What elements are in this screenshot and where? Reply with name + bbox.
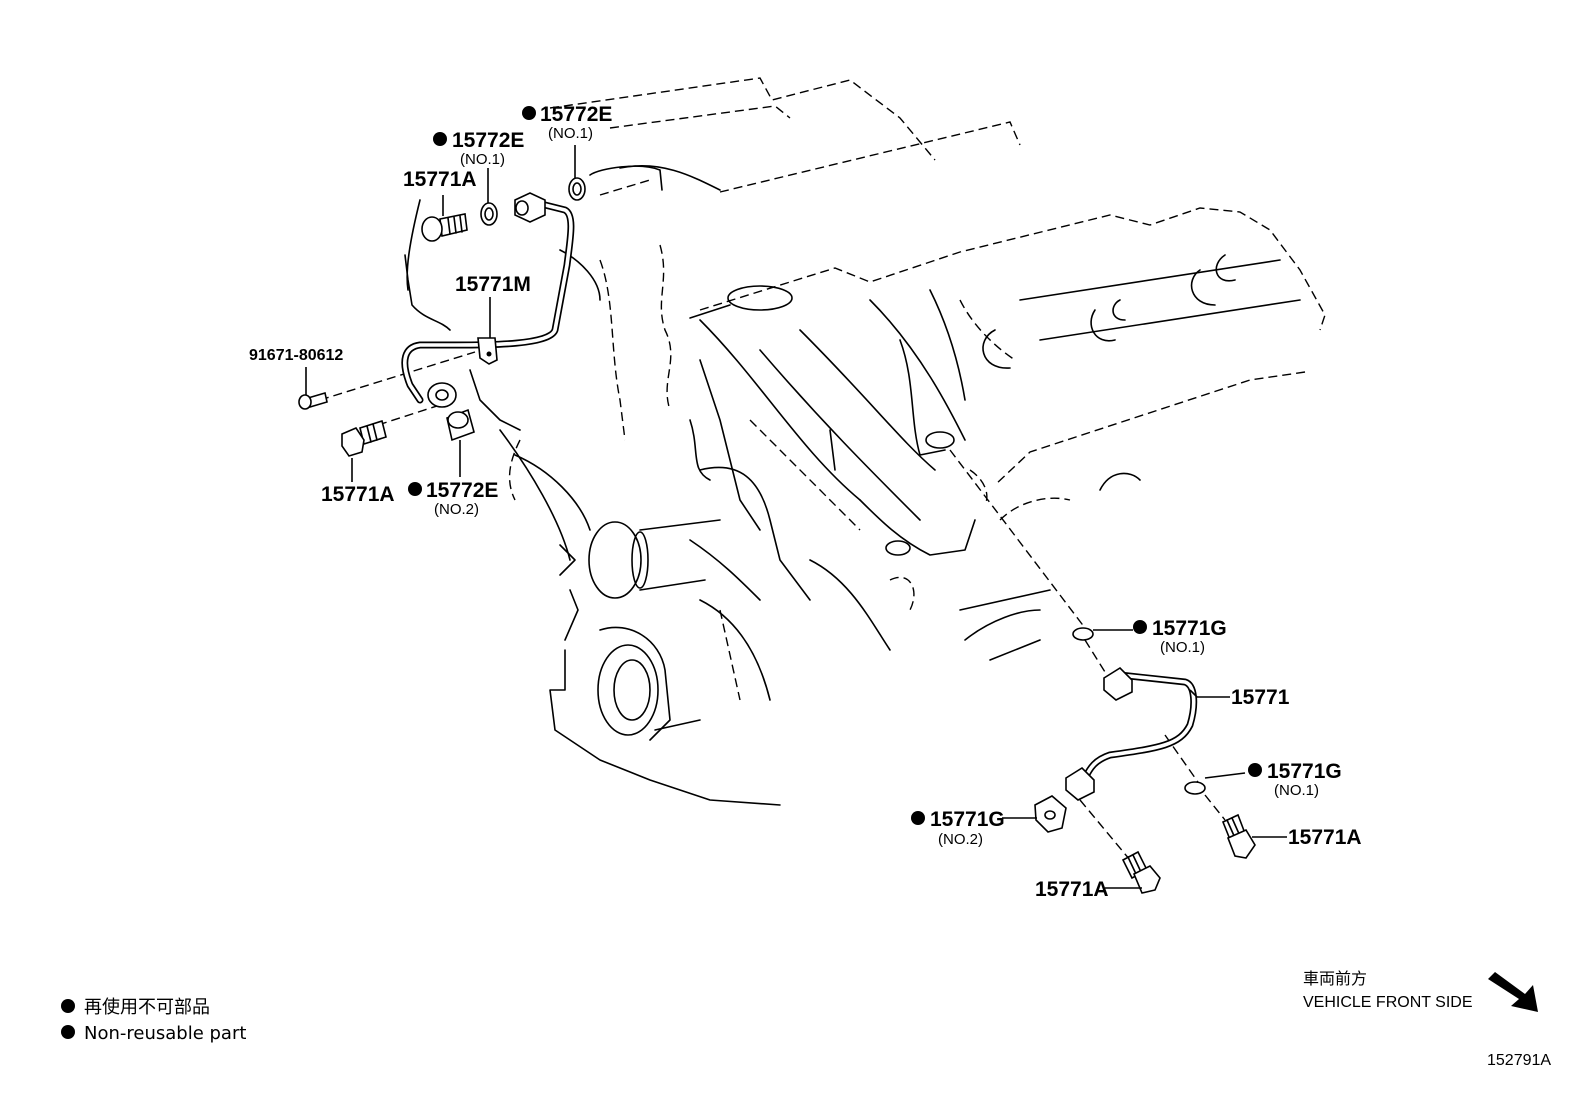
filled-circle-icon <box>61 1025 75 1039</box>
part-number: 15772E <box>452 129 524 152</box>
callout-c12[interactable]: 15771A <box>1288 826 1362 849</box>
filled-circle-icon <box>61 999 75 1013</box>
upper-oil-pipe-assembly <box>298 177 586 457</box>
callout-c7[interactable]: 15772E (NO.2) <box>408 479 498 518</box>
part-subtype: (NO.2) <box>938 831 983 848</box>
part-subtype: (NO.1) <box>1160 639 1205 656</box>
gasket-15772e-top-a <box>480 202 498 226</box>
direction-jp: 車両前方 <box>1303 970 1367 988</box>
non-reusable-icon <box>1248 763 1262 777</box>
figure-id: 152791A <box>1487 1052 1551 1069</box>
part-number: 15771A <box>1035 878 1109 901</box>
union-bolt-15771a-lower <box>341 419 387 457</box>
part-number: 15771G <box>930 808 1005 831</box>
vehicle-front-indicator: 車両前方 VEHICLE FRONT SIDE <box>1303 970 1538 1012</box>
leader-lines <box>305 145 1287 889</box>
callout-c9[interactable]: 15771 <box>1231 686 1290 709</box>
union-bolt-15771a-right <box>1221 813 1256 859</box>
callout-c4[interactable]: 15771M <box>455 273 531 296</box>
part-subtype: (NO.1) <box>1274 782 1319 799</box>
part-number: 15772E <box>426 479 498 502</box>
legend-en: Non-reusable part <box>84 1023 246 1044</box>
non-reusable-icon <box>522 106 536 120</box>
callout-c6[interactable]: 15771A <box>321 483 395 506</box>
gasket-15771g-upper <box>1072 627 1094 641</box>
callout-c2[interactable]: 15772E (NO.1) <box>433 129 524 168</box>
legend: 再使用不可部品 Non-reusable part <box>61 997 246 1044</box>
oil-pipe-15771 <box>1065 666 1198 801</box>
part-number: 15771 <box>1231 686 1290 709</box>
part-number: 15771A <box>1288 826 1362 849</box>
non-reusable-icon <box>408 482 422 496</box>
engine-outline <box>404 77 1326 806</box>
part-number: 91671-80612 <box>249 347 343 364</box>
callout-c13[interactable]: 15771A <box>1035 878 1109 901</box>
oil-pipe-15771m <box>401 192 575 408</box>
part-subtype: (NO.1) <box>548 125 593 142</box>
arrow-down-right-icon <box>1488 972 1538 1012</box>
part-number: 15771G <box>1267 760 1342 783</box>
part-number: 15771M <box>455 273 531 296</box>
part-subtype: (NO.1) <box>460 151 505 168</box>
callout-c8[interactable]: 15771G (NO.1) <box>1133 617 1227 656</box>
lower-oil-pipe-assembly <box>949 449 1256 894</box>
non-reusable-icon <box>433 132 447 146</box>
legend-jp: 再使用不可部品 <box>84 997 210 1018</box>
callout-c3[interactable]: 15771A <box>403 168 477 191</box>
part-number: 15771A <box>403 168 477 191</box>
direction-en: VEHICLE FRONT SIDE <box>1303 994 1473 1011</box>
gasket-15772e-no2 <box>446 408 475 442</box>
non-reusable-icon <box>911 811 925 825</box>
gasket-15771g-no2 <box>1034 795 1067 833</box>
gasket-15771g-right <box>1184 781 1206 795</box>
non-reusable-icon <box>1133 620 1147 634</box>
part-number: 15772E <box>540 103 612 126</box>
part-number: 15771G <box>1152 617 1227 640</box>
part-number: 15771A <box>321 483 395 506</box>
callout-c10[interactable]: 15771G (NO.1) <box>1248 760 1342 799</box>
union-bolt-15771a-top <box>421 213 468 242</box>
gasket-15772e-top-b <box>568 177 586 201</box>
union-bolt-15771a-bottom <box>1121 850 1161 894</box>
part-subtype: (NO.2) <box>434 501 479 518</box>
callout-c1[interactable]: 15772E (NO.1) <box>522 103 612 142</box>
callout-c11[interactable]: 15771G (NO.2) <box>911 808 1005 848</box>
bolt-91671-80612 <box>298 391 328 410</box>
callout-c5[interactable]: 91671-80612 <box>249 347 343 364</box>
